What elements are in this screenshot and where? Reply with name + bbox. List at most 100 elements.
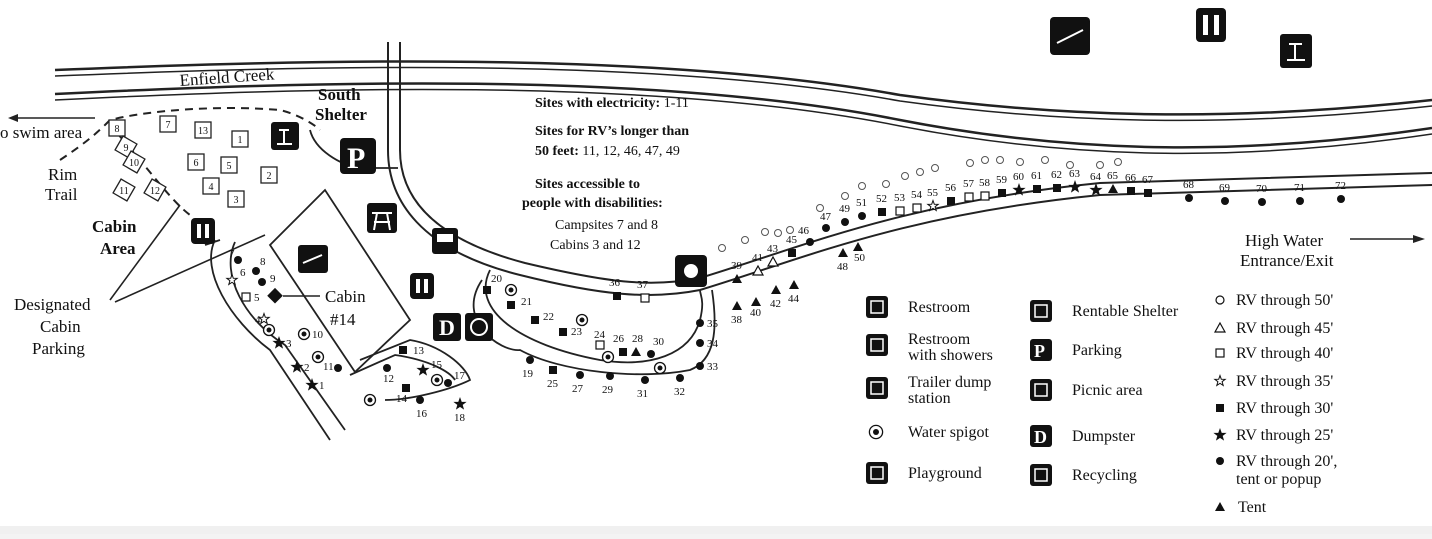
spig-icon (868, 424, 884, 440)
cabin-10[interactable]: 10 (122, 150, 146, 174)
campsite-54[interactable]: 54 (911, 189, 923, 213)
cabin-8[interactable]: 8 (108, 119, 126, 137)
campsite-19[interactable]: 19 (522, 356, 534, 380)
campsite-marker (788, 249, 796, 257)
campsite-66[interactable]: 66 (1125, 172, 1137, 195)
campsite-41[interactable]: 41 (751, 252, 765, 276)
campsite-22[interactable]: 22 (531, 311, 554, 324)
campsite-16[interactable]: 16 (416, 396, 428, 420)
campsite-40[interactable]: 40 (750, 297, 762, 319)
campsite-24[interactable]: 24 (594, 329, 606, 350)
campsite-72[interactable]: 72 (1335, 180, 1346, 203)
campsite-21[interactable]: 21 (507, 296, 532, 309)
campsite-56[interactable]: 56 (945, 182, 957, 205)
campsite-7[interactable]: 7 (229, 248, 242, 264)
campsite-46[interactable]: 46 (798, 225, 814, 246)
campsite-60[interactable]: 60 (1012, 171, 1026, 196)
campsite-26[interactable]: 26 (613, 333, 627, 356)
campsite-label: 55 (927, 187, 939, 199)
campsite-28[interactable]: 28 (631, 333, 644, 356)
campsite-2[interactable]: 2 (290, 359, 310, 375)
cabin-13[interactable]: 13 (194, 121, 212, 139)
campsite-20[interactable]: 20 (483, 273, 503, 294)
campsite-3[interactable]: 3 (272, 335, 292, 351)
campsite-43[interactable]: 43 (766, 243, 780, 267)
campsite-59[interactable]: 59 (996, 174, 1008, 197)
campsite-68[interactable]: 68 (1183, 179, 1195, 202)
campsite-58[interactable]: 58 (979, 177, 991, 201)
tree-marker (741, 236, 749, 244)
campsite-37[interactable]: 37 (637, 279, 650, 303)
campsite-17[interactable]: 17 (444, 370, 466, 387)
campsite-52[interactable]: 52 (876, 193, 887, 216)
campsite-44[interactable]: 44 (788, 280, 800, 305)
campsite-25[interactable]: 25 (547, 366, 559, 390)
campsite-10[interactable]: 10 (297, 327, 324, 342)
legend-item-rv-3: RV through 35' (1213, 373, 1333, 390)
rim-trail[interactable] (59, 107, 321, 161)
campsite-51[interactable]: 51 (856, 197, 867, 220)
campsite-57[interactable]: 57 (963, 178, 975, 202)
cabin-7[interactable]: 7 (159, 115, 177, 133)
campsite-6[interactable]: 6 (225, 267, 246, 286)
cabin-12[interactable]: 12 (143, 178, 167, 202)
campsite-8[interactable]: 8 (252, 256, 266, 275)
campsite-63[interactable]: 63 (1068, 168, 1082, 193)
campsite-11[interactable]: 11 (323, 361, 342, 373)
dumpster-icon-letter: D (439, 315, 455, 340)
campsite-47[interactable]: 47 (820, 211, 832, 232)
campsite-65[interactable]: 65 (1107, 170, 1119, 193)
campsite-50[interactable]: 50 (853, 242, 866, 264)
campsite-marker (526, 356, 534, 364)
campsite-39[interactable]: 39 (731, 260, 743, 283)
campsite-70[interactable]: 70 (1256, 183, 1268, 206)
campsite-4[interactable]: 4 (255, 311, 271, 327)
campsite-label: 52 (876, 193, 887, 205)
campsite-69[interactable]: 69 (1219, 182, 1231, 205)
campsite-64[interactable]: 64 (1089, 171, 1103, 196)
campsite-33[interactable]: 33 (696, 361, 719, 373)
campsite-62[interactable]: 62 (1051, 169, 1062, 192)
campsite-label: 71 (1294, 182, 1305, 194)
campsite-34[interactable]: 34 (696, 338, 719, 350)
cabin-1[interactable]: 1 (231, 130, 249, 148)
campsite-32[interactable]: 32 (674, 374, 685, 398)
campsite-61[interactable]: 61 (1031, 170, 1042, 193)
legend-item-recycle: Recycling (1030, 464, 1137, 486)
campsite-35[interactable]: 35 (696, 318, 719, 330)
campsite-1[interactable]: 1 (305, 377, 325, 393)
cabin-14-marker[interactable] (267, 287, 283, 304)
campsite-53[interactable]: 53 (894, 192, 906, 216)
cabin-4[interactable]: 4 (202, 177, 220, 195)
campsite-42[interactable]: 42 (770, 285, 781, 310)
campsite-27[interactable]: 27 (572, 371, 584, 395)
cabin-6[interactable]: 6 (187, 153, 205, 171)
campsite-18[interactable]: 18 (453, 396, 467, 425)
tree-marker (774, 229, 782, 237)
campsite-14[interactable]: 14 (396, 384, 410, 405)
campsite-49[interactable]: 49 (839, 203, 851, 226)
campsite-31[interactable]: 31 (637, 376, 649, 400)
cabin-11[interactable]: 11 (112, 178, 136, 202)
campsite-12[interactable]: 12 (383, 364, 394, 385)
campsite-38[interactable]: 38 (731, 301, 743, 326)
campsite-71[interactable]: 71 (1294, 182, 1305, 205)
campsite-13[interactable]: 13 (399, 345, 425, 357)
cabin-2[interactable]: 2 (260, 166, 278, 184)
campsite-30[interactable]: 30 (647, 336, 665, 358)
campsite-29[interactable]: 29 (602, 372, 614, 396)
campsite-5[interactable]: 5 (241, 292, 260, 304)
campsite-15[interactable]: 15 (416, 359, 443, 376)
campsite-67[interactable]: 67 (1142, 174, 1154, 197)
campsite-55[interactable]: 55 (926, 187, 940, 212)
designated-label-1: Designated (14, 295, 91, 314)
cabin-3[interactable]: 3 (227, 190, 245, 208)
campsite-9[interactable]: 9 (258, 273, 276, 286)
cabin-label: 4 (209, 182, 214, 193)
campsite-45[interactable]: 45 (786, 234, 798, 257)
cabin-5[interactable]: 5 (220, 156, 238, 174)
campsite-23[interactable]: 23 (559, 326, 583, 338)
campsite-36[interactable]: 36 (609, 277, 621, 300)
campsite-48[interactable]: 48 (837, 248, 849, 273)
